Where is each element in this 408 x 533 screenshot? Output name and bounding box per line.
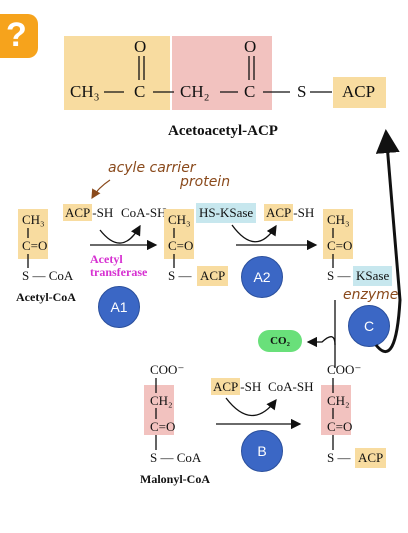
- step3-curved-arrow: [225, 397, 277, 417]
- malonyl-acp-highlight: [321, 385, 351, 435]
- top-sulfur: S: [297, 82, 307, 101]
- acetyl-coa-name: Acetyl-CoA: [16, 290, 76, 304]
- step1-sh: -SH: [92, 205, 114, 220]
- top-ch2: CH₂: [180, 82, 210, 101]
- acetyl-coa-highlight: [18, 209, 48, 259]
- acp-highlight: [333, 77, 386, 108]
- acetyl-ks-ch3: CH₃: [327, 212, 350, 227]
- protein-annotation: protein: [180, 174, 231, 190]
- top-ch3: CH₃: [70, 82, 100, 101]
- top-oxygen-2: O: [244, 37, 257, 56]
- acetyl-transferase-label-2: transferase: [90, 265, 148, 279]
- acetyl-acp-acp: ACP: [197, 266, 229, 286]
- step-b-marker: B: [241, 430, 283, 472]
- enzyme-annotation: enzyme: [343, 287, 399, 303]
- malonyl-coa-carbonyl: C=O: [150, 419, 176, 434]
- question-mark: ?: [6, 16, 27, 54]
- hs-ksase: HS-KSase: [196, 203, 257, 223]
- acetyl-transferase-label-1: Acetyl: [90, 252, 123, 266]
- co2-bubble: CO₂: [258, 330, 302, 352]
- methylene-highlight: [172, 36, 272, 110]
- acetoacetyl-acp-name: Acetoacetyl-ACP: [168, 123, 278, 139]
- acetyl-acp-highlight: [164, 209, 194, 259]
- malonyl-acp-ch2: CH₂: [327, 393, 350, 408]
- acetyl-acp-carbonyl: C=O: [168, 238, 194, 253]
- malonyl-coa-highlight: [144, 385, 174, 435]
- step3-sh: -SH: [240, 379, 262, 394]
- acyl-carrier-annotation: acyle carrier: [108, 160, 196, 176]
- malonyl-coa-carboxylate: COO⁻: [150, 362, 185, 377]
- top-acp: ACP: [342, 82, 376, 101]
- malonyl-acp-carbonyl: C=O: [327, 419, 353, 434]
- malonyl-acp-acp: ACP: [355, 448, 387, 468]
- step3-coa-sh: CoA-SH: [268, 379, 314, 394]
- top-oxygen-1: O: [134, 37, 147, 56]
- malonyl-coa-ch2: CH₂: [150, 393, 173, 408]
- top-carbon-2: C: [244, 82, 256, 101]
- acetyl-acp-ch3: CH₃: [168, 212, 191, 227]
- step-a2-marker: A2: [241, 256, 283, 298]
- step-c-arrow: [306, 336, 336, 368]
- step1-coa-sh: CoA-SH: [121, 205, 167, 220]
- step-c-marker: C: [348, 305, 390, 347]
- step2-curved-arrow: [231, 224, 277, 243]
- acetyl-coa-thioester: S — CoA: [22, 268, 74, 283]
- step1-curved-arrow: [99, 224, 141, 244]
- step1-acp-sh: ACP-SH: [63, 204, 114, 221]
- step3-acp-sh: ACP-SH: [211, 378, 262, 395]
- top-carbon-1: C: [134, 82, 146, 101]
- malonyl-acp-thioester: S —: [327, 450, 351, 465]
- step2-acp-sh: ACP-SH: [264, 204, 315, 221]
- acetyl-ks-highlight: [323, 209, 353, 259]
- acetyl-acp-thioester: S —: [168, 268, 192, 283]
- step-a1-marker: A1: [98, 286, 140, 328]
- acetyl-ks-ksase: KSase: [353, 266, 393, 286]
- acetyl-coa-ch3: CH₃: [22, 212, 45, 227]
- step2-acp: ACP: [264, 204, 294, 221]
- acetyl-highlight: [64, 36, 170, 110]
- acetyl-ks-thioester: S —: [327, 268, 351, 283]
- return-to-top-arrow: [374, 129, 402, 353]
- step1-acp: ACP: [63, 204, 93, 221]
- malonyl-coa-thioester: S — CoA: [150, 450, 202, 465]
- malonyl-coa-name: Malonyl-CoA: [140, 472, 210, 486]
- acetyl-coa-carbonyl: C=O: [22, 238, 48, 253]
- step2-sh: -SH: [293, 205, 315, 220]
- step3-acp: ACP: [211, 378, 241, 395]
- acetyl-ks-carbonyl: C=O: [327, 238, 353, 253]
- annotation-arrow: [91, 179, 111, 200]
- question-badge: ?: [0, 14, 38, 58]
